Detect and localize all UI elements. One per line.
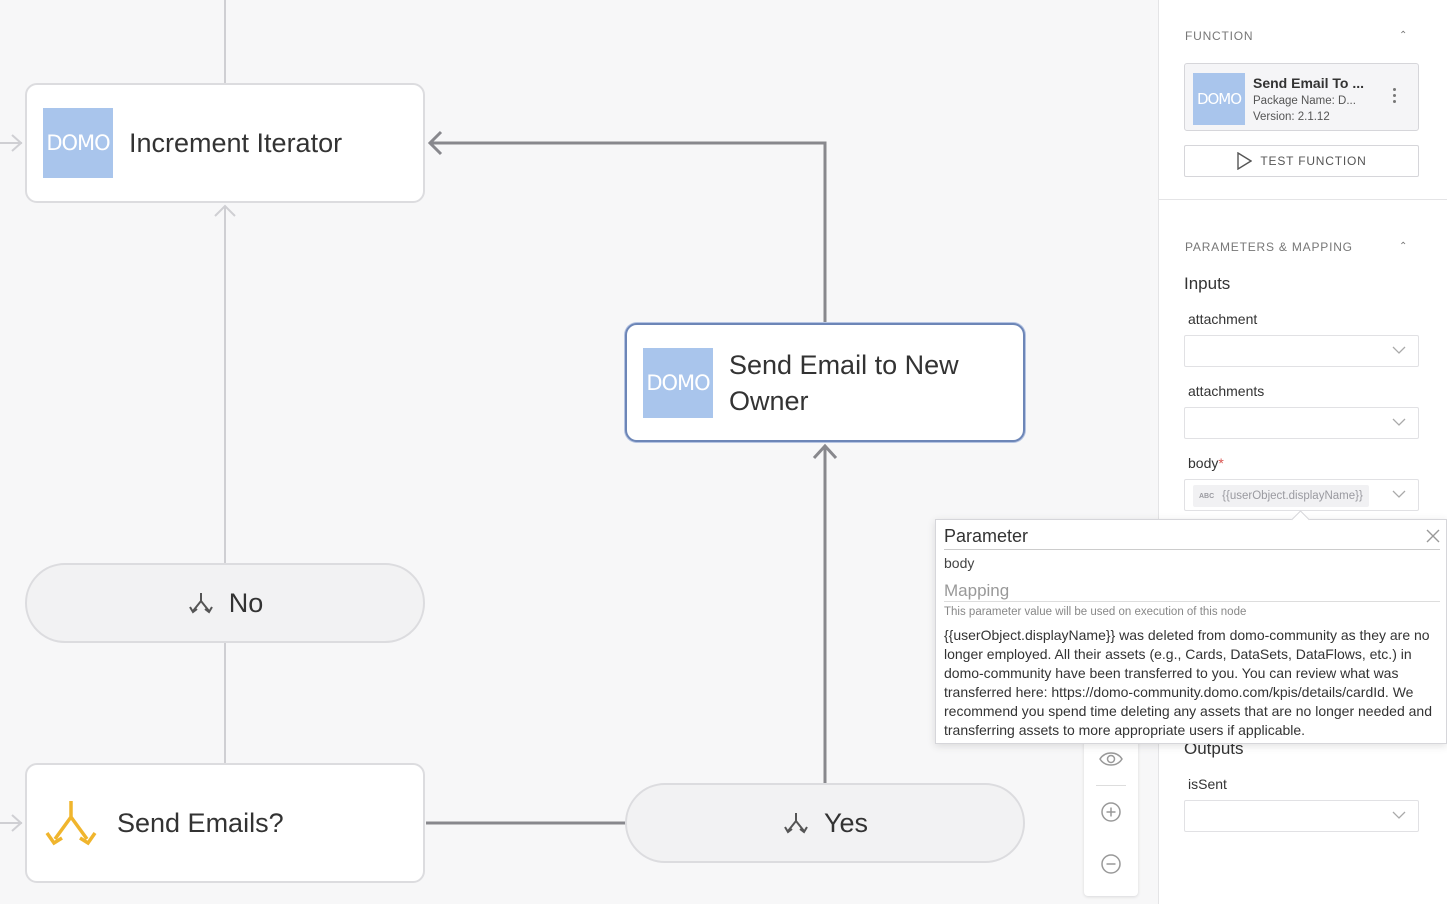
function-name: Send Email To ...: [1253, 75, 1364, 91]
issent-select[interactable]: [1184, 800, 1419, 832]
no-branch-node[interactable]: No: [25, 563, 425, 643]
domo-logo: DOMO: [643, 347, 713, 418]
connection-wires: [0, 0, 838, 832]
branch-icon: [188, 593, 213, 614]
test-function-button[interactable]: TEST FUNCTION: [1184, 145, 1419, 177]
yes-branch-node[interactable]: Yes: [625, 783, 1025, 863]
send-email-node[interactable]: DOMO Send Email to New Owner: [625, 323, 1025, 442]
mapping-chip[interactable]: ABC {{userObject.displayName}}: [1193, 485, 1369, 507]
chevron-down-icon: [1392, 811, 1406, 819]
chevron-down-icon: [1392, 490, 1406, 498]
field-label-issent: isSent: [1188, 776, 1227, 792]
collapse-chevron-icon[interactable]: ⌃: [1399, 30, 1408, 41]
collapse-chevron-icon[interactable]: ⌃: [1399, 241, 1408, 252]
domo-logo: DOMO: [43, 108, 113, 178]
field-label-body: body*: [1188, 455, 1224, 471]
required-mark: *: [1218, 455, 1224, 471]
node-title-line-1: Send Email to New: [729, 349, 959, 380]
branch-label: Yes: [823, 807, 869, 838]
send-emails-decision-node[interactable]: Send Emails?: [25, 763, 425, 883]
workflow-canvas[interactable]: DOMO Increment Iterator DOMO Send Email …: [0, 0, 1158, 904]
body-select[interactable]: ABC {{userObject.displayName}}: [1184, 479, 1419, 511]
function-card[interactable]: DOMO Send Email To ... Package Name: D..…: [1184, 63, 1419, 131]
branch-icon: [784, 813, 808, 834]
function-package: Package Name: D...: [1253, 95, 1356, 107]
close-icon[interactable]: [1424, 527, 1442, 545]
popover-heading: Parameter: [944, 526, 1029, 546]
zoom-divider: [1096, 785, 1126, 786]
zoom-in-icon[interactable]: [1098, 799, 1124, 825]
popover-mapping-heading: Mapping: [944, 581, 1010, 600]
function-section-title: FUNCTION: [1185, 29, 1254, 43]
section-divider: [1159, 199, 1447, 200]
inputs-title: Inputs: [1184, 274, 1231, 293]
more-options-icon[interactable]: [1393, 88, 1396, 106]
node-title: Send Email to New Owner: [729, 347, 959, 419]
eye-icon[interactable]: [1098, 746, 1124, 772]
canvas-zoom-controls: [1084, 730, 1138, 896]
text-type-icon: ABC: [1199, 492, 1215, 500]
attachment-select[interactable]: [1184, 335, 1419, 367]
branch-label: No: [228, 587, 264, 618]
decision-branch-icon: [45, 801, 97, 846]
node-title-line-2: Owner: [729, 385, 809, 416]
chevron-down-icon: [1392, 346, 1406, 354]
chevron-down-icon: [1392, 418, 1406, 426]
popover-mapping-text: {{userObject.displayName}} was deleted f…: [944, 627, 1432, 738]
increment-iterator-node[interactable]: DOMO Increment Iterator: [25, 83, 425, 203]
domo-logo: DOMO: [1193, 73, 1245, 125]
field-label-attachment: attachment: [1188, 311, 1258, 327]
function-version: Version: 2.1.12: [1253, 111, 1330, 123]
test-function-label: TEST FUNCTION: [1260, 154, 1367, 168]
popover-divider: [944, 549, 1440, 550]
properties-panel: FUNCTION ⌃ DOMO Send Email To ... Packag…: [1158, 0, 1447, 904]
field-label-attachments: attachments: [1188, 383, 1265, 399]
parameter-popover: Parameter body Mapping This parameter va…: [935, 510, 1447, 744]
node-title: Send Emails?: [117, 808, 284, 838]
play-icon: [1237, 152, 1253, 170]
popover-divider: [944, 601, 1440, 602]
params-section-title: PARAMETERS & MAPPING: [1185, 240, 1353, 254]
mapping-value: {{userObject.displayName}}: [1222, 490, 1363, 502]
attachments-select[interactable]: [1184, 407, 1419, 439]
body-label: body: [1188, 455, 1219, 471]
zoom-out-icon[interactable]: [1098, 851, 1124, 877]
node-title: Increment Iterator: [129, 128, 343, 158]
popover-hint: This parameter value will be used on exe…: [944, 606, 1247, 618]
popover-param-name: body: [944, 555, 975, 571]
